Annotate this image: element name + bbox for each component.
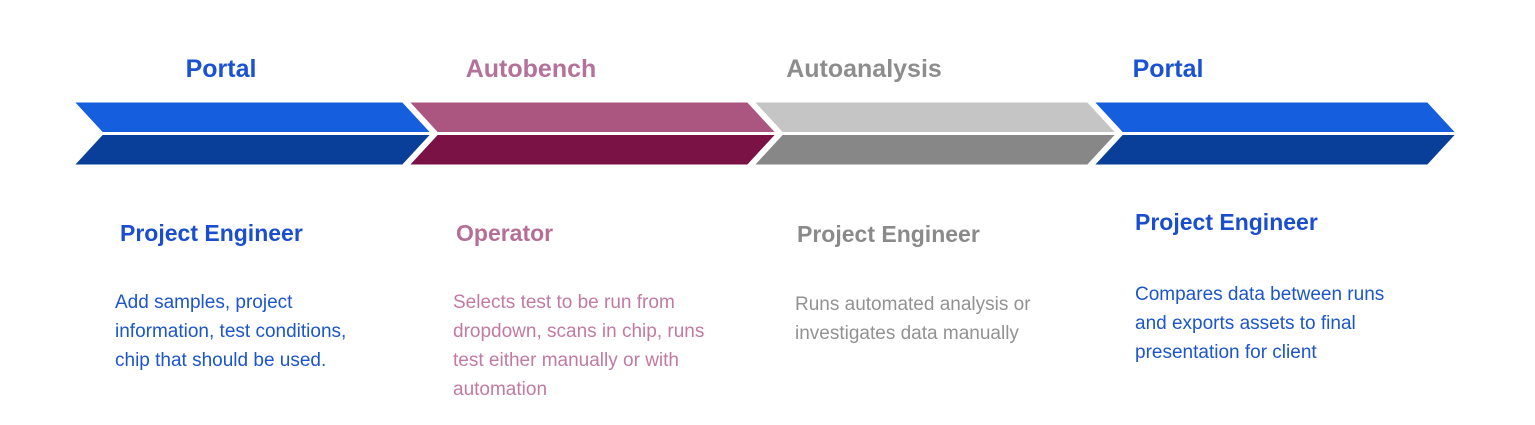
role-description-portal-entry: Add samples, project information, test c… [115,292,347,371]
role-description-autobench: Selects test to be run from dropdown, sc… [453,292,705,400]
stage-0-band-top [68,99,437,135]
stage-1-band-bottom [403,132,782,168]
role-description-portal-export: Compares data between runs and exports a… [1135,284,1385,363]
role-heading-project-engineer-2: Project Engineer [797,221,980,247]
role-description-autoanalysis: Runs automated analysis or investigates … [795,294,1031,344]
stage-label-autoanalysis: Autoanalysis [786,55,942,83]
stage-label-portal-2: Portal [1132,55,1204,83]
role-heading-project-engineer-3: Project Engineer [1135,209,1318,235]
role-heading-project-engineer-1: Project Engineer [120,220,303,246]
stage-1-band-top [403,99,782,135]
role-heading-operator: Operator [456,220,554,246]
stage-2-band-bottom [748,132,1122,168]
stage-3-band-bottom [1088,132,1462,168]
stage-3-band-top [1088,99,1462,135]
stage-label-portal-1: Portal [185,55,257,83]
stage-0-band-bottom [68,132,437,168]
stage-2-band-top [748,99,1122,135]
stage-label-autobench: Autobench [465,55,597,83]
